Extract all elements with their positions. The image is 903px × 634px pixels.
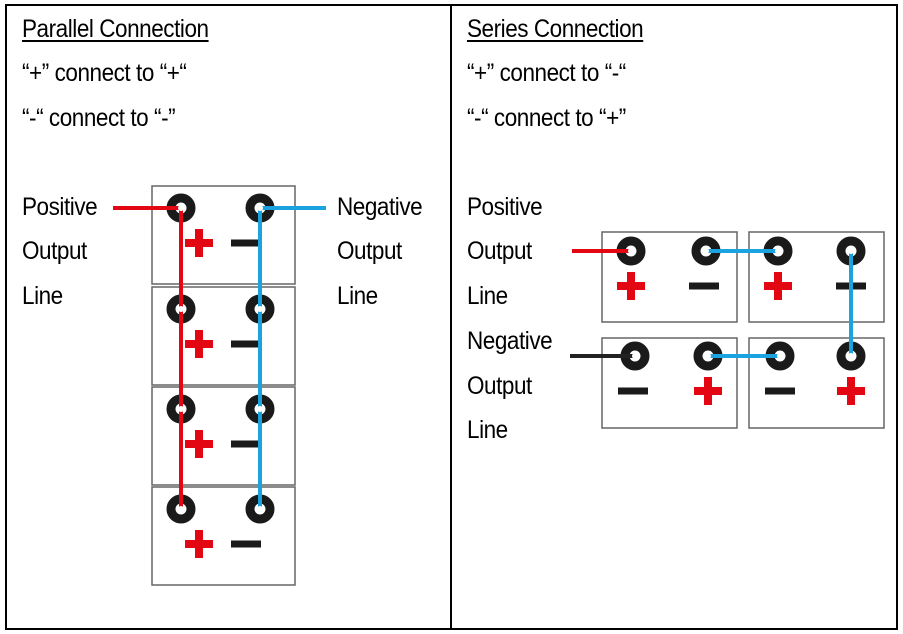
parallel-negative-label-line3: Line xyxy=(337,282,378,310)
parallel-rule-1: “+” connect to “+“ xyxy=(22,59,187,87)
series-rule-2: “-“ connect to “+” xyxy=(467,104,626,132)
series-rule-1: “+” connect to “-“ xyxy=(467,59,626,87)
terminal-hole xyxy=(705,353,711,359)
plus-sign-icon xyxy=(847,377,855,405)
plus-sign-icon xyxy=(627,272,635,300)
terminal-hole xyxy=(178,205,184,211)
minus-sign-icon xyxy=(231,440,261,448)
series-positive-label-line2: Output xyxy=(467,237,532,265)
minus-sign-icon xyxy=(231,239,261,247)
terminal-hole xyxy=(848,353,854,359)
terminal-hole xyxy=(775,248,781,254)
series-positive-label-line3: Line xyxy=(467,282,508,310)
terminal-hole xyxy=(178,306,184,312)
parallel-negative-label-line2: Output xyxy=(337,237,402,265)
parallel-rule-2: “-“ connect to “-” xyxy=(22,104,176,132)
plus-sign-icon xyxy=(774,272,782,300)
terminal-hole xyxy=(178,406,184,412)
minus-sign-icon xyxy=(689,282,719,290)
minus-sign-icon xyxy=(765,387,795,395)
terminal-hole xyxy=(632,353,638,359)
plus-sign-icon xyxy=(195,530,203,558)
terminal-hole xyxy=(628,248,634,254)
minus-sign-icon xyxy=(618,387,648,395)
series-negative-label-line2: Output xyxy=(467,372,532,400)
parallel-positive-label-line3: Line xyxy=(22,282,63,310)
parallel-positive-label-line2: Output xyxy=(22,237,87,265)
plus-sign-icon xyxy=(704,377,712,405)
terminal-hole xyxy=(257,406,263,412)
terminal-hole xyxy=(703,248,709,254)
series-title: Series Connection xyxy=(467,15,644,43)
terminal-hole xyxy=(257,306,263,312)
series-negative-label-line3: Line xyxy=(467,416,508,444)
parallel-title: Parallel Connection xyxy=(22,15,209,43)
terminal-hole xyxy=(777,353,783,359)
plus-sign-icon xyxy=(195,430,203,458)
plus-sign-icon xyxy=(195,330,203,358)
parallel-positive-label-line1: Positive xyxy=(22,193,98,221)
terminal-hole xyxy=(178,506,184,512)
minus-sign-icon xyxy=(231,540,261,548)
series-negative-label-line1: Negative xyxy=(467,327,553,355)
series-positive-label-line1: Positive xyxy=(467,193,543,221)
parallel-negative-label-line1: Negative xyxy=(337,193,423,221)
terminal-hole xyxy=(257,205,263,211)
column-divider xyxy=(450,4,452,630)
terminal-hole xyxy=(257,506,263,512)
minus-sign-icon xyxy=(231,340,261,348)
plus-sign-icon xyxy=(195,229,203,257)
terminal-hole xyxy=(848,248,854,254)
